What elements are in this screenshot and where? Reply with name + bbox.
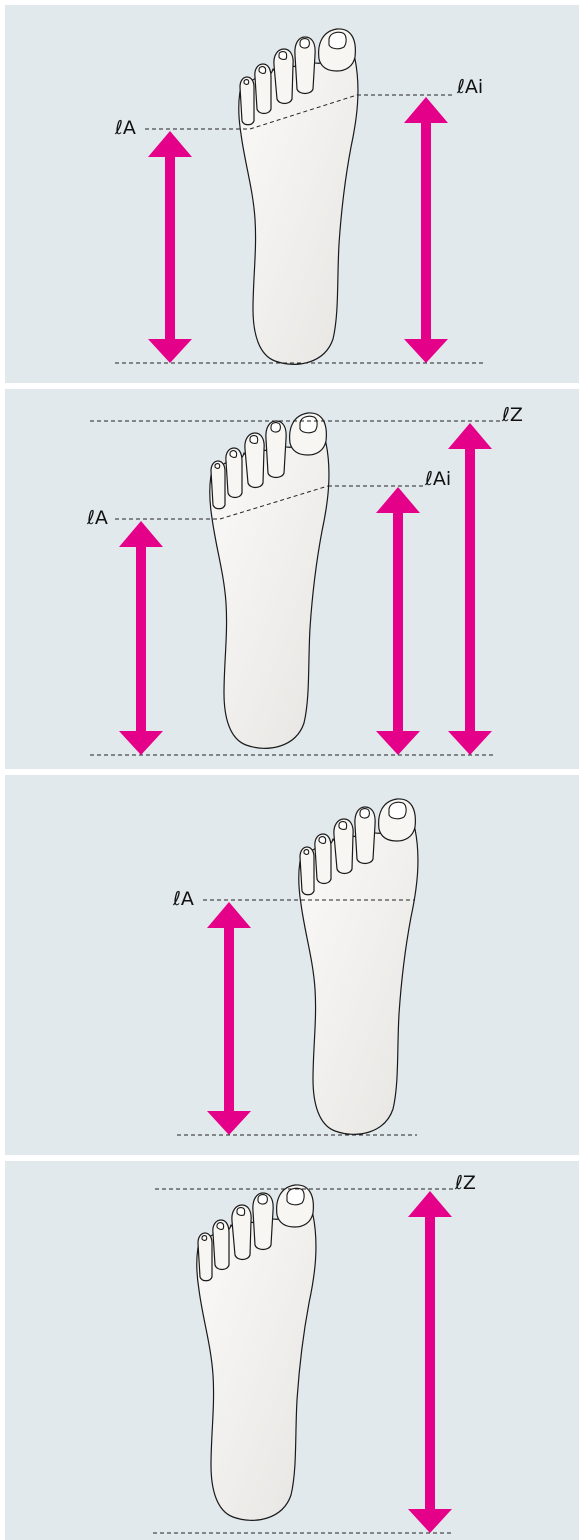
foot-illustration: [299, 799, 418, 1134]
panel-foot-length: ℓZ: [5, 1161, 579, 1540]
label-lai: ℓAi: [424, 468, 451, 490]
diagram-foot-length: ℓZ: [5, 1161, 579, 1540]
panel-ball-and-foot-length: ℓA ℓAi ℓZ: [5, 389, 579, 769]
arrow-lz: [448, 423, 492, 755]
panel-ball-length: ℓA ℓAi: [5, 5, 579, 383]
arrow-la: [119, 521, 163, 755]
arrow-la: [148, 131, 192, 363]
panel-ball-length-simple: ℓA: [5, 775, 579, 1155]
arrow-la: [207, 902, 251, 1135]
diagram-ball-length-simple: ℓA: [5, 775, 579, 1155]
label-la: ℓA: [86, 507, 108, 529]
arrow-lai: [376, 487, 420, 755]
label-lz: ℓZ: [501, 404, 523, 426]
diagram-ball-length: ℓA ℓAi: [5, 5, 579, 383]
foot-illustration: [197, 1185, 316, 1520]
arrow-lai: [404, 97, 448, 363]
diagram-ball-and-foot-length: ℓA ℓAi ℓZ: [5, 389, 579, 769]
foot-illustration: [210, 413, 329, 748]
foot-illustration: [239, 29, 358, 364]
label-lz: ℓZ: [454, 1172, 476, 1194]
label-lai: ℓAi: [456, 76, 483, 98]
label-la: ℓA: [172, 888, 194, 910]
label-la: ℓA: [114, 117, 136, 139]
arrow-lz: [408, 1191, 452, 1533]
